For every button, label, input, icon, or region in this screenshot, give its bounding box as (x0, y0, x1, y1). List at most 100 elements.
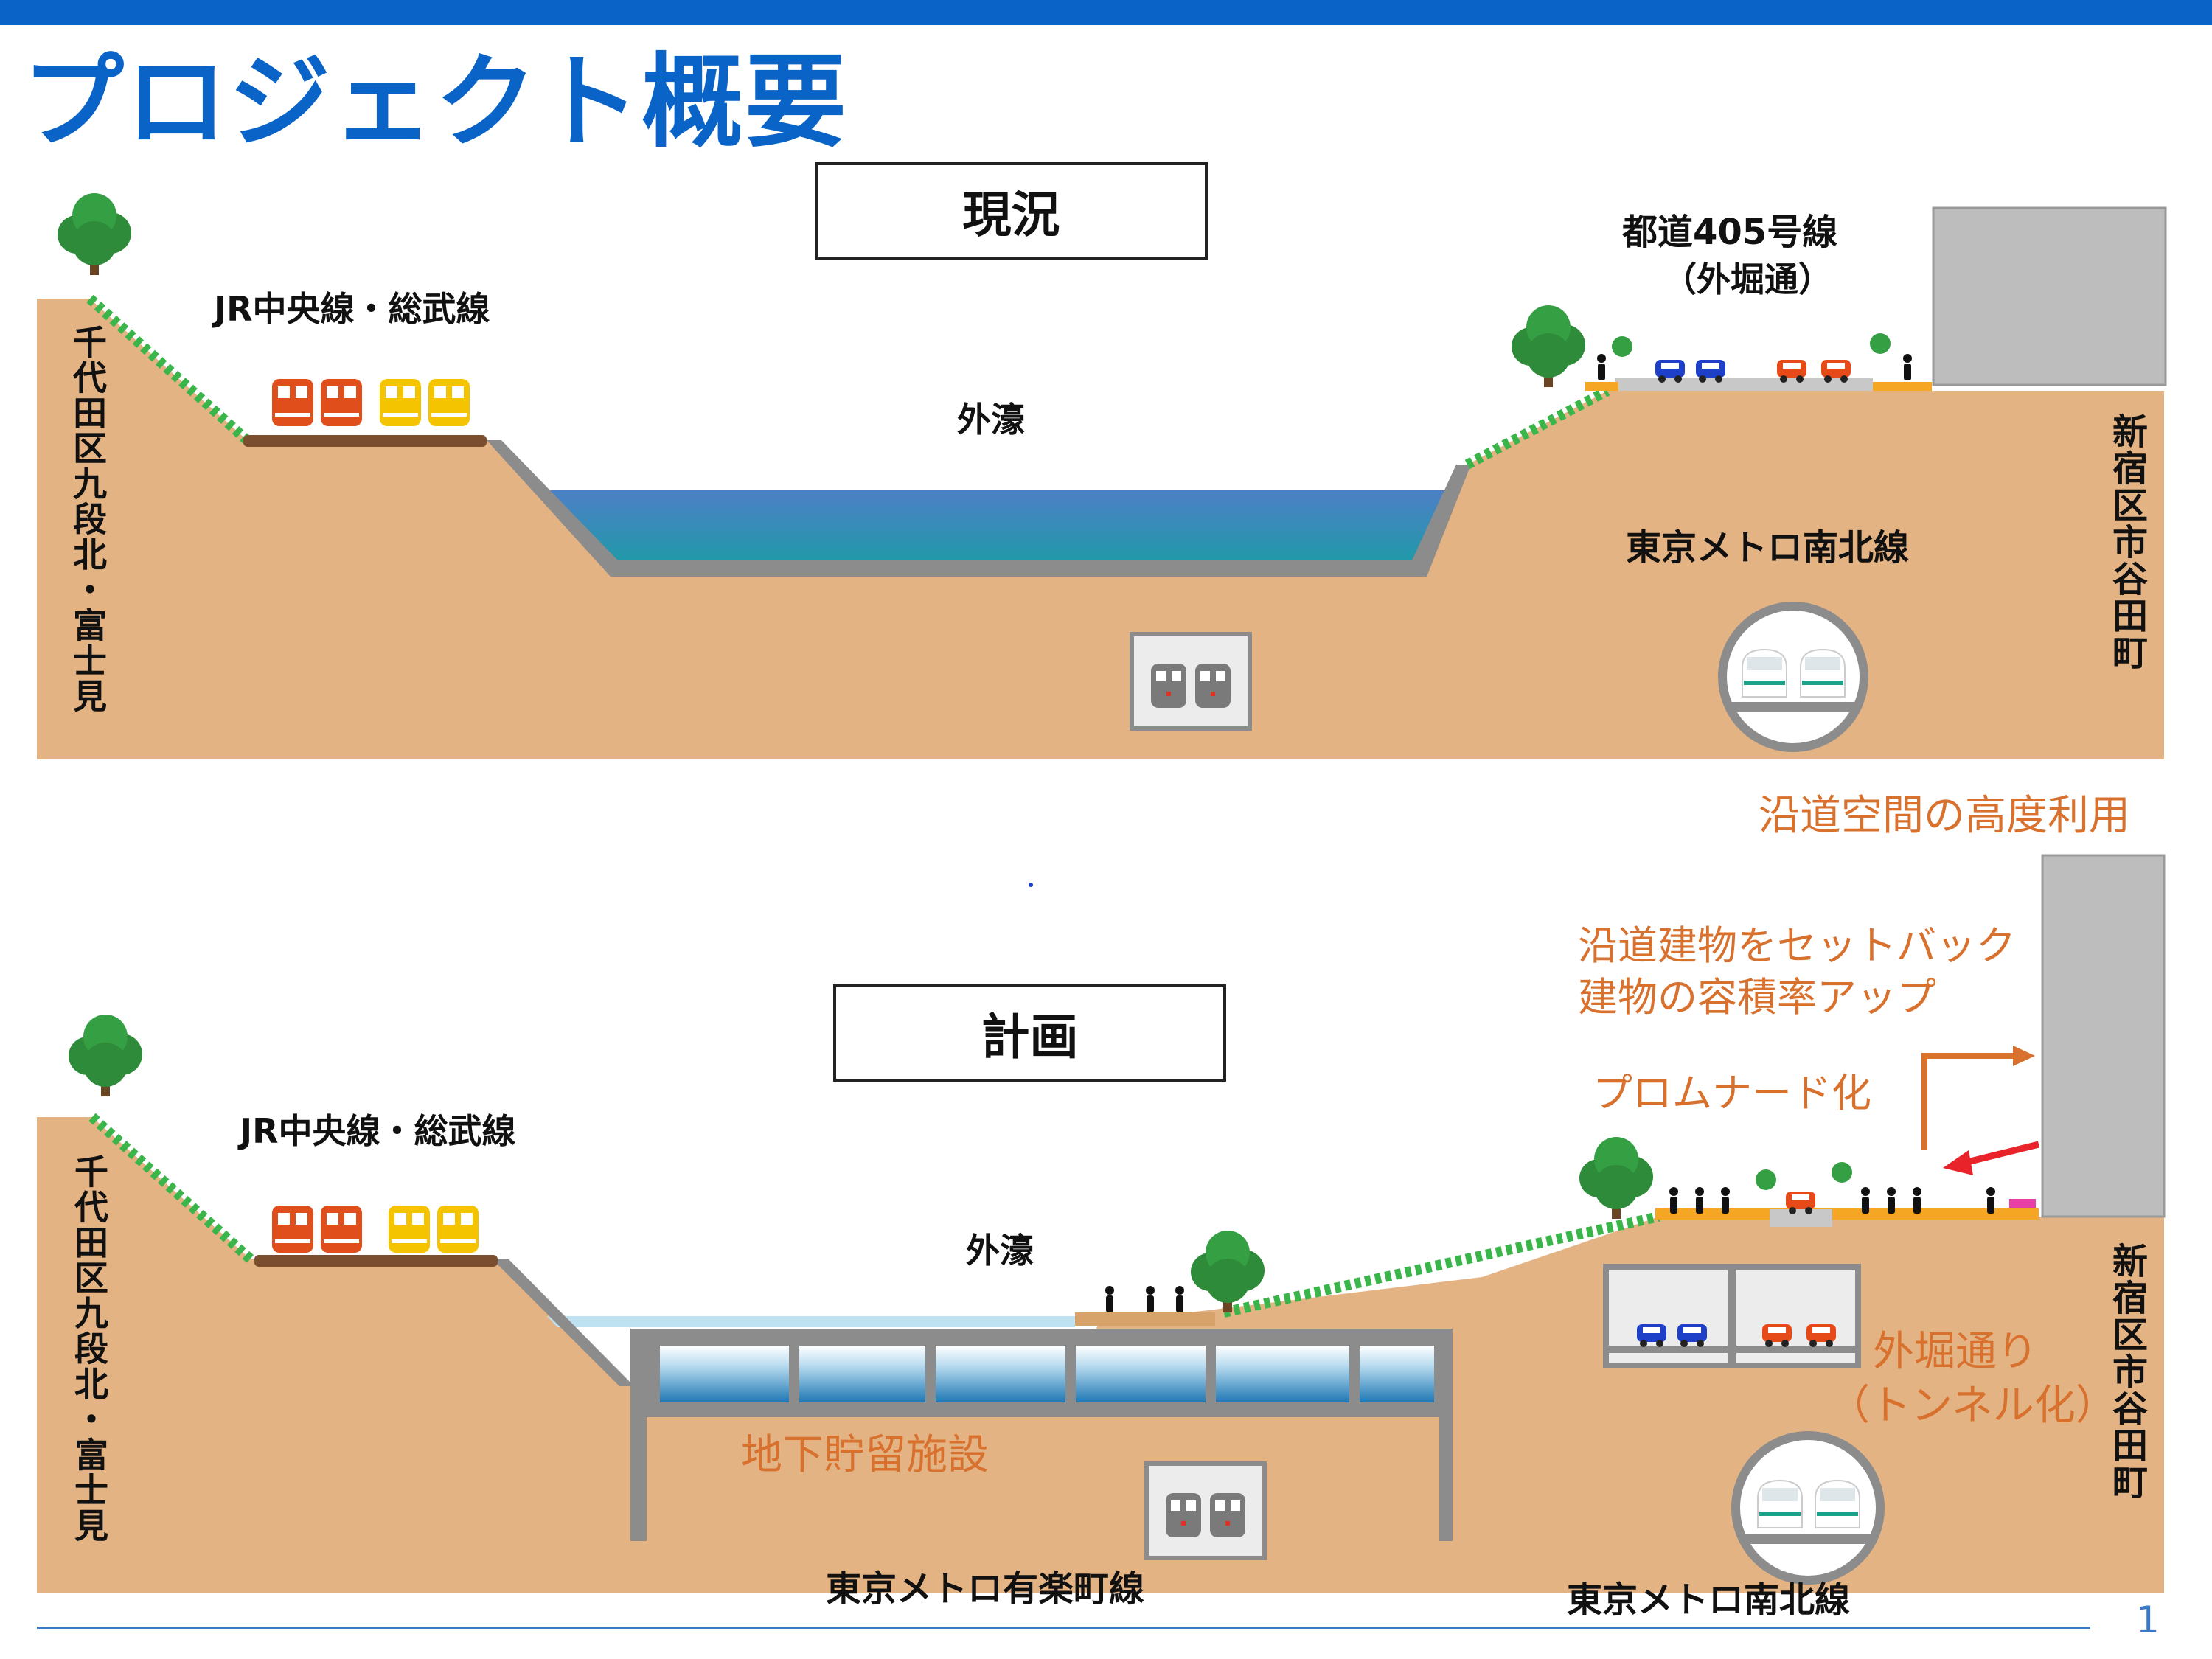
storage-label: 地下貯留施設 (741, 1431, 989, 1479)
current-left-area-label: 千代田区九段北・富士見 (68, 324, 108, 714)
page-title: プロジェクト概要 (22, 43, 849, 161)
current-nanboku-train-2 (1800, 649, 1846, 698)
current-road (1615, 378, 1873, 391)
plan-yurakucho-train-1 (1166, 1493, 1201, 1537)
plan-moat-person-2 (1146, 1286, 1155, 1312)
plan-nanboku-floor (1742, 1534, 1874, 1544)
plan-nanboku-train-2 (1815, 1480, 1860, 1528)
road-tunnel-label-1: 外堀通り (1873, 1328, 2038, 1376)
plan-building (2041, 854, 2166, 1218)
plan-yurakucho-train-2 (1210, 1493, 1245, 1537)
top-accent-bar (0, 0, 2212, 25)
current-train-orange-1 (272, 379, 313, 426)
plan-promenade-arrowhead (1943, 1150, 1973, 1175)
plan-train-orange-1 (272, 1206, 313, 1253)
plan-train-yellow-1 (389, 1206, 430, 1253)
plan-moat-surface (547, 1316, 1075, 1327)
plan-promenade-road (1770, 1209, 1832, 1227)
plan-right-area-label: 新宿区市谷田町 (2106, 1242, 2147, 1500)
plan-moat-person-3 (1175, 1286, 1184, 1312)
plan-yurakucho-box (1144, 1461, 1267, 1560)
current-train-yellow-1 (380, 379, 421, 426)
current-building (1932, 206, 2167, 386)
current-tree-right (1512, 305, 1585, 387)
plan-promenade-person-5 (1887, 1187, 1896, 1214)
plan-storage-dividers (789, 1342, 1360, 1408)
setback-label-2: 建物の容積率アップ (1578, 974, 1936, 1020)
plan-road-tunnel-floor (1606, 1346, 1858, 1353)
current-nanboku-train-1 (1742, 649, 1787, 698)
plan-tree-left (69, 1015, 142, 1096)
plan-moat-label: 外濠 (966, 1231, 1034, 1270)
plan-nanboku-label: 東京メトロ南北線 (1567, 1579, 1851, 1621)
current-moat-water (544, 490, 1449, 564)
current-tree-left (58, 193, 131, 275)
page-number: 1 (2136, 1599, 2160, 1641)
current-nanboku-floor (1729, 702, 1857, 712)
plan-promenade-shrub-1 (1756, 1169, 1776, 1190)
current-yurakucho-train-1 (1151, 664, 1186, 708)
current-pedestrian-tree-2 (1870, 333, 1891, 354)
plan-road-tunnel-divider (1728, 1267, 1736, 1366)
plan-tree-moat (1191, 1231, 1265, 1312)
plan-promenade-person-4 (1861, 1187, 1870, 1214)
plan-promenade-person-7 (1986, 1187, 1995, 1214)
plan-setback-arrowhead (2013, 1046, 2035, 1066)
roadside-use-label: 沿道空間の高度利用 (1759, 792, 2130, 840)
current-jr-label: JR中央線・総武線 (214, 289, 490, 329)
current-road-alias: （外堀通） (1663, 260, 1832, 299)
current-sidewalk-left (1585, 382, 1618, 391)
current-nanboku-label: 東京メトロ南北線 (1626, 527, 1910, 568)
current-pedestrian-2 (1903, 354, 1912, 380)
plan-jr-label: JR中央線・総武線 (240, 1111, 516, 1151)
current-heading-box: 現況 (815, 162, 1208, 260)
current-embankment-left (86, 294, 251, 445)
road-tunnel-label-2: （トンネル化） (1829, 1382, 2117, 1430)
plan-promenade-person-6 (1913, 1187, 1921, 1214)
plan-promenade-person-3 (1721, 1187, 1730, 1214)
current-moat-wall (487, 440, 1471, 577)
current-yurakucho-train-2 (1195, 664, 1231, 708)
stray-dot (1029, 883, 1033, 887)
plan-jr-embankment (254, 1255, 498, 1267)
plan-embankment-left (88, 1113, 254, 1264)
current-pedestrian-tree-1 (1612, 336, 1632, 357)
plan-heading: 計画 (981, 1009, 1079, 1065)
footer-rule (37, 1627, 2090, 1629)
current-jr-embankment (243, 435, 487, 447)
current-pedestrian-1 (1597, 354, 1606, 380)
plan-promenade-arrow (1960, 1141, 2040, 1167)
promenade-label: プロムナード化 (1593, 1070, 1871, 1116)
current-heading: 現況 (962, 187, 1060, 243)
current-yurakucho-box (1130, 632, 1252, 731)
plan-promenade-person-1 (1669, 1187, 1678, 1214)
plan-storage-water (660, 1346, 1434, 1402)
plan-train-orange-2 (321, 1206, 362, 1253)
current-section (37, 193, 2167, 759)
plan-promenade-right (1840, 1208, 2039, 1220)
current-road-name: 都道405号線 (1622, 212, 1838, 253)
plan-setback-arrow (1921, 1053, 2017, 1150)
current-right-area-label: 新宿区市谷田町 (2106, 413, 2147, 671)
plan-yurakucho-label: 東京メトロ有楽町線 (826, 1568, 1145, 1610)
current-ground (37, 299, 2164, 759)
plan-promenade-person-2 (1695, 1187, 1704, 1214)
plan-embankment-right (1222, 1211, 1660, 1318)
current-train-yellow-2 (428, 379, 470, 426)
current-sidewalk-right (1873, 382, 1932, 391)
plan-section (37, 854, 2166, 1593)
plan-train-yellow-2 (437, 1206, 479, 1253)
plan-moat-deck (1075, 1312, 1215, 1326)
plan-left-area-label: 千代田区九段北・富士見 (69, 1154, 109, 1543)
current-moat-label: 外濠 (957, 400, 1025, 439)
setback-label-1: 沿道建物をセットバック (1578, 922, 2016, 969)
plan-moat-wall (493, 1259, 634, 1386)
plan-nanboku-train-1 (1757, 1480, 1803, 1528)
plan-promenade-shrub-2 (1832, 1162, 1852, 1183)
plan-heading-box: 計画 (833, 984, 1226, 1082)
plan-moat-person-1 (1105, 1286, 1114, 1312)
plan-tree-right (1579, 1137, 1653, 1219)
current-train-orange-2 (321, 379, 362, 426)
plan-promenade-bench (2009, 1199, 2036, 1208)
